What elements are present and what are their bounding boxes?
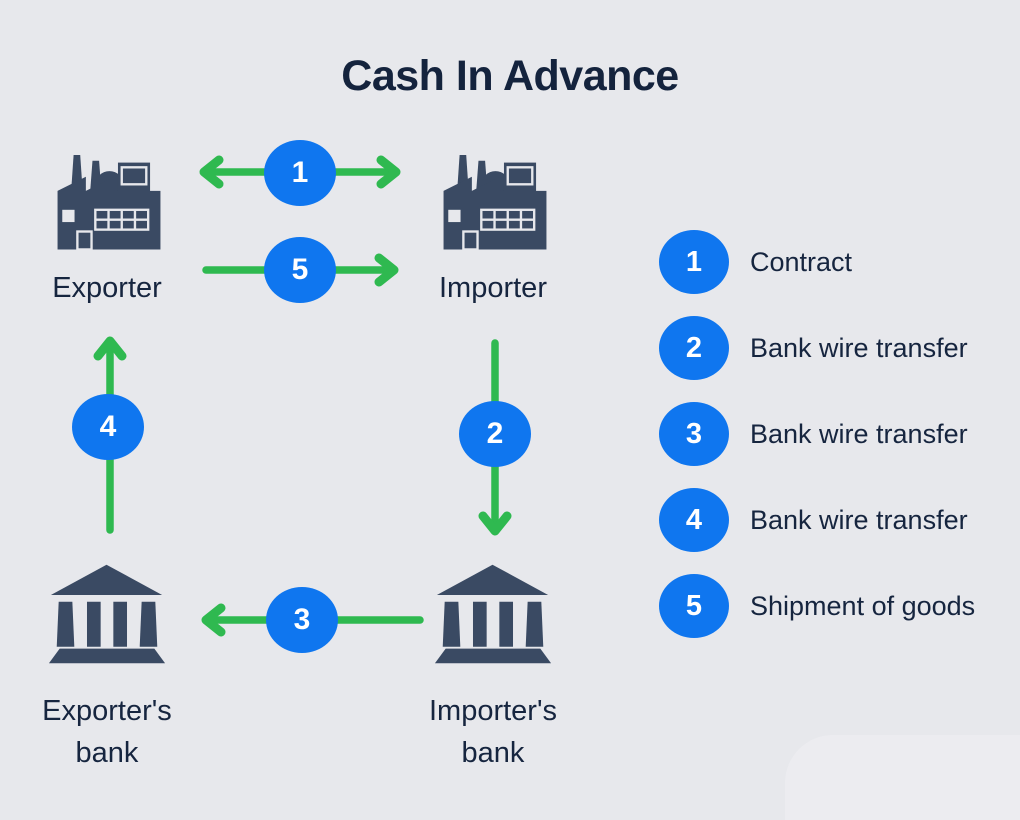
page-title: Cash In Advance xyxy=(341,52,679,100)
legend-badge-1: 1 xyxy=(659,230,729,294)
flow-step-badge-3: 3 xyxy=(266,587,338,653)
legend-label-1: Contract xyxy=(750,246,853,277)
flow-step-badge-1: 1 xyxy=(264,140,336,206)
legend-item: 5 Shipment of goods xyxy=(659,574,975,638)
legend-item: 4 Bank wire transfer xyxy=(659,488,975,552)
factory-icon xyxy=(57,155,161,251)
flow-step-badge-2: 2 xyxy=(459,401,531,467)
legend-badge-2: 2 xyxy=(659,316,729,380)
bank-icon xyxy=(48,564,166,664)
watermark-shape xyxy=(785,735,1020,820)
exporter-bank-label: Exporter's bank xyxy=(42,695,172,769)
legend-label-5: Shipment of goods xyxy=(750,590,976,621)
legend-label-3: Bank wire transfer xyxy=(750,418,968,449)
importer-bank-label: Importer's bank xyxy=(428,695,557,769)
exporter-label: Exporter xyxy=(52,272,162,304)
flow-step-badge-4: 4 xyxy=(72,394,144,460)
legend-item: 3 Bank wire transfer xyxy=(659,402,975,466)
importer-label: Importer xyxy=(439,272,547,304)
flow-step-badge-5: 5 xyxy=(264,237,336,303)
legend-label-2: Bank wire transfer xyxy=(750,332,968,363)
legend-label-4: Bank wire transfer xyxy=(750,504,968,535)
legend-badge-4: 4 xyxy=(659,488,729,552)
legend-badge-5: 5 xyxy=(659,574,729,638)
bank-icon xyxy=(434,564,552,664)
legend-badge-3: 3 xyxy=(659,402,729,466)
factory-icon xyxy=(443,155,547,251)
legend-item: 1 Contract xyxy=(659,230,975,294)
legend-item: 2 Bank wire transfer xyxy=(659,316,975,380)
legend: 1 Contract 2 Bank wire transfer 3 Bank w… xyxy=(659,230,975,638)
